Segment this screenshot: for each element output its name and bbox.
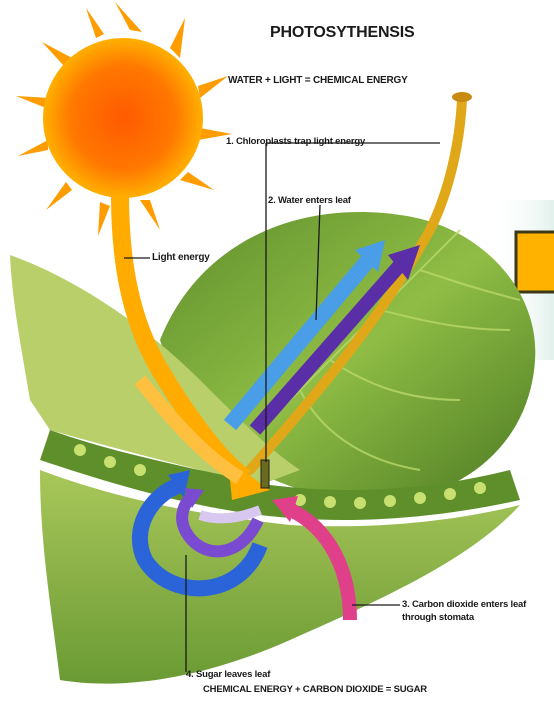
- sugar-arrow-light: [200, 510, 260, 518]
- label-light-energy: Light energy: [152, 252, 210, 263]
- diagram-title: PHOTOSYTHENSIS: [270, 24, 415, 42]
- equation-bottom: CHEMICAL ENERGY + CARBON DIOXIDE = SUGAR: [203, 684, 427, 695]
- label-step-3: 3. Carbon dioxide enters leaf through st…: [402, 598, 552, 624]
- stem-opening: [452, 92, 472, 102]
- sun: [43, 38, 203, 198]
- orange-box: [516, 232, 554, 292]
- label-step-1: 1. Chloroplasts trap light energy: [226, 136, 365, 147]
- equation-top: WATER + LIGHT = CHEMICAL ENERGY: [228, 75, 408, 86]
- label-step-4: 4. Sugar leaves leaf: [186, 669, 270, 680]
- chloroplast: [261, 460, 269, 488]
- label-step-2: 2. Water enters leaf: [268, 195, 351, 206]
